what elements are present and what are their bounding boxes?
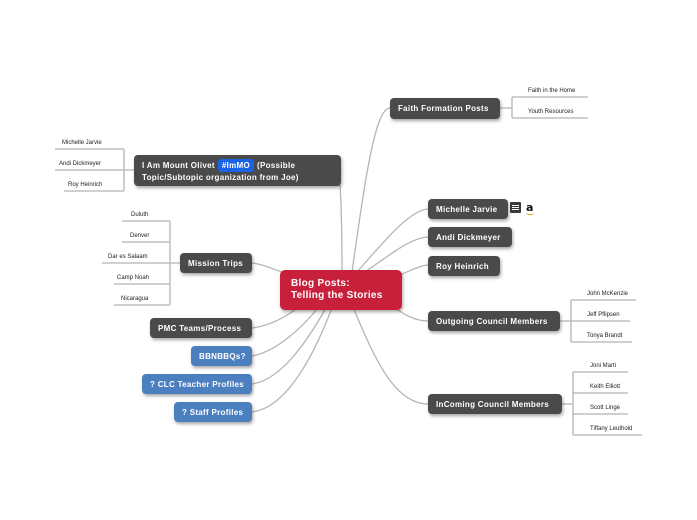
topic-michelle-jarvie-label: Michelle Jarvie: [436, 204, 498, 214]
topic-roy-heinrich-label: Roy Heinrich: [436, 261, 489, 271]
leaf-immo-michelle-jarvie[interactable]: Michelle Jarvie: [62, 140, 102, 146]
leaf-john-mckenzie[interactable]: John McKenzie: [587, 291, 629, 297]
topic-immo-suffix: (Possible: [256, 160, 296, 170]
leaf-immo-roy-heinrich[interactable]: Roy Heinrich: [68, 182, 103, 188]
connector-incoming: [352, 306, 429, 405]
leaf-youth-resources[interactable]: Youth Resources: [528, 109, 574, 115]
topic-clc-teacher-profiles[interactable]: ? CLC Teacher Profiles: [142, 374, 252, 394]
topic-pmc-teams-label: PMC Teams/Process: [158, 323, 242, 333]
topic-incoming-council[interactable]: InComing Council Members: [428, 394, 562, 414]
topic-michelle-jarvie[interactable]: Michelle Jarvie: [428, 199, 508, 219]
amazon-icon[interactable]: a: [526, 201, 535, 215]
connector-clc: [251, 307, 327, 385]
leaf-immo-andi-dickmeyer[interactable]: Andi Dickmeyer: [59, 161, 102, 167]
topic-mission-trips[interactable]: Mission Trips: [180, 253, 252, 273]
leaf-faith-in-the-home[interactable]: Faith in the Home: [528, 88, 576, 94]
topic-staff-profiles[interactable]: ? Staff Profiles: [174, 402, 252, 422]
root-title-line1: Blog Posts:: [291, 278, 350, 289]
topic-immo-line2: Topic/Subtopic organization from Joe): [142, 172, 299, 182]
connector-faith-formation: [351, 107, 391, 273]
connector-michelle: [356, 208, 429, 273]
topic-faith-formation[interactable]: Faith Formation Posts: [390, 98, 500, 119]
note-icon[interactable]: [510, 202, 521, 213]
topic-incoming-council-label: InComing Council Members: [436, 399, 549, 409]
topic-staff-profiles-label: ? Staff Profiles: [182, 407, 244, 417]
connector-mission: [251, 262, 283, 273]
topic-outgoing-council[interactable]: Outgoing Council Members: [428, 311, 560, 331]
topic-andi-dickmeyer[interactable]: Andi Dickmeyer: [428, 227, 512, 247]
leaf-keith-elliott[interactable]: Keith Elliott: [590, 384, 621, 390]
leaf-tonya-brandt[interactable]: Tonya Brandt: [587, 333, 623, 339]
topic-bbnbbqs[interactable]: BBNBBQs?: [191, 346, 252, 366]
connector-staff: [251, 307, 333, 413]
root-title-line2: Telling the Stories: [291, 290, 383, 301]
topic-roy-heinrich[interactable]: Roy Heinrich: [428, 256, 500, 276]
topic-clc-teacher-profiles-label: ? CLC Teacher Profiles: [150, 379, 245, 389]
topic-outgoing-council-label: Outgoing Council Members: [436, 316, 548, 326]
leaf-scott-linge[interactable]: Scott Linge: [590, 405, 621, 411]
topic-faith-formation-label: Faith Formation Posts: [398, 104, 489, 113]
leaf-jeff-pflipsen[interactable]: Jeff Pflipsen: [587, 312, 620, 318]
leaf-joni-marti[interactable]: Joni Marti: [590, 363, 617, 369]
topic-pmc-teams[interactable]: PMC Teams/Process: [150, 318, 252, 338]
connector-bbnbbqs: [251, 307, 319, 357]
topic-immo-prefix: I Am Mount Olivet: [142, 160, 215, 170]
topic-bbnbbqs-label: BBNBBQs?: [199, 351, 246, 361]
immo-hashtag: #ImMO: [217, 158, 254, 172]
leaf-dar-es-salaam[interactable]: Dar es Salaam: [108, 254, 148, 260]
leaf-duluth[interactable]: Duluth: [131, 212, 149, 218]
root-topic[interactable]: Blog Posts: Telling the Stories: [280, 270, 402, 310]
leaf-camp-noah[interactable]: Camp Noah: [117, 275, 150, 281]
topic-i-am-mount-olivet[interactable]: I Am Mount Olivet#ImMO(Possible Topic/Su…: [134, 155, 341, 186]
leaf-tiffany-leuthold[interactable]: Tiffany Leuthold: [590, 426, 633, 432]
connector-immo: [339, 184, 343, 273]
topic-mission-trips-label: Mission Trips: [188, 258, 244, 268]
connector-andi: [361, 236, 429, 275]
leaf-denver[interactable]: Denver: [130, 233, 150, 239]
topic-icons: a: [510, 201, 535, 215]
topic-andi-dickmeyer-label: Andi Dickmeyer: [436, 232, 501, 242]
leaf-nicaragua[interactable]: Nicaragua: [121, 296, 149, 302]
